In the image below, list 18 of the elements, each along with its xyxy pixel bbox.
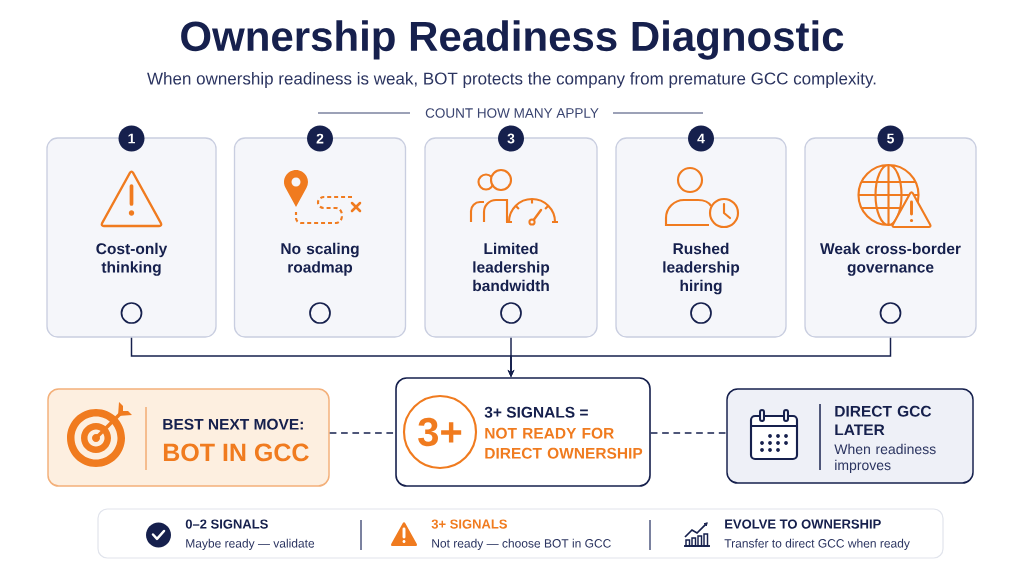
legend-heading: EVOLVE TO OWNERSHIP (725, 519, 881, 529)
legend-heading: 3+ SIGNALS (431, 519, 507, 529)
subtitle: When ownership readiness is weak, BOT protects the company from premature GCC complexity. (147, 72, 876, 88)
legend-text: Not ready — choose BOT in GCC (432, 538, 611, 550)
section-heading: COUNT HOW MANY APPLY (425, 108, 599, 118)
number-badge: 3 (498, 125, 524, 152)
legend-heading: 0–2 SIGNALS (185, 519, 268, 529)
number-badge: 2 (307, 125, 333, 152)
number-badge: 4 (688, 125, 714, 152)
option-box: DIRECT GCC LATER When readiness improves (726, 388, 974, 484)
number-badge: 5 (877, 125, 904, 152)
legend-text: Maybe ready — validate (186, 538, 315, 550)
legend-text: Transfer to direct GCC when ready (724, 538, 910, 550)
number-badge: 1 (118, 125, 145, 152)
recommendation-box: BEST NEXT MOVE: BOT IN GCC (47, 388, 330, 487)
title: Ownership Readiness Diagnostic (181, 20, 844, 60)
connector-line (650, 432, 727, 434)
connector-line (329, 432, 396, 434)
